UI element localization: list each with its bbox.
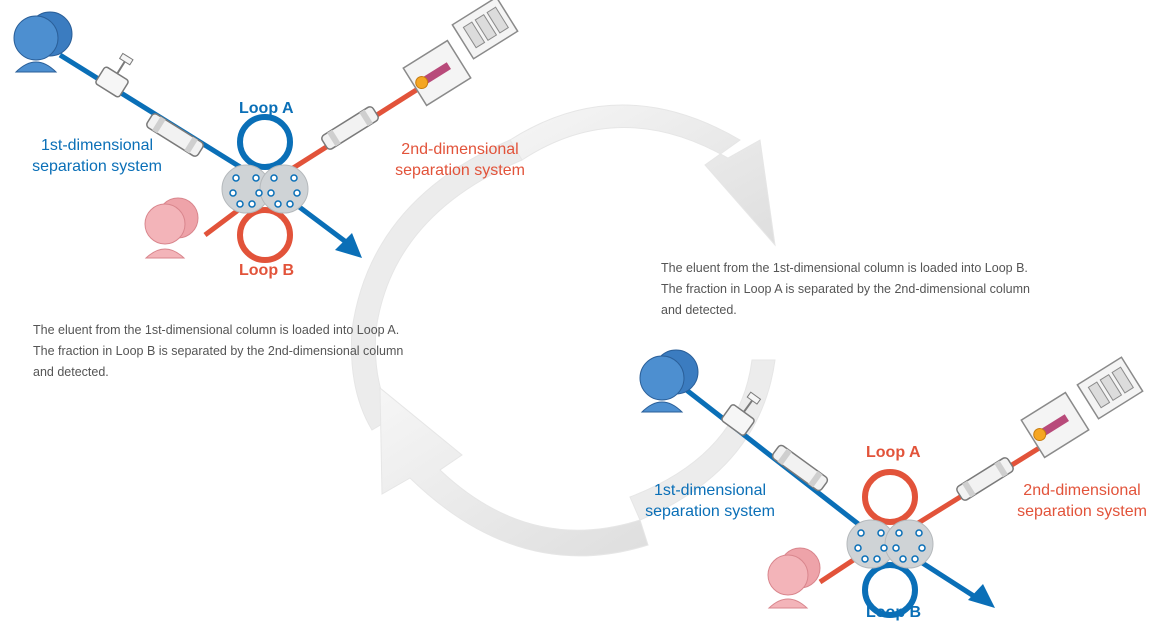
state2-first-dim-label: 1st-dimensional separation system [645,482,775,520]
state1-outlet-arrow-icon [335,233,362,258]
state2-pump-blue-icon [639,349,699,413]
state1-description: The eluent from the 1st-dimensional colu… [33,323,404,379]
state1-blue-line [58,52,247,173]
state2-injector-icon [721,391,762,436]
state1-column-1st-icon [146,113,204,157]
state1-loop-b [237,207,293,263]
state2-second-dim-label: 2nd-dimensional separation system [1017,482,1147,520]
state1-loop-a-label: Loop A [239,100,294,117]
state1-second-dim-label: 2nd-dimensional separation system [395,141,525,179]
state2-column-1st-icon [771,444,829,492]
state2-loop-a-label: Loop A [866,444,921,461]
state1-pump-blue-icon [13,11,73,73]
state2-instrument-icon [1076,356,1144,420]
state2-loop-b [862,562,918,618]
state2-outlet-arrow-icon [968,584,995,608]
state1-loop-a [237,114,293,170]
state2-pump-pink-icon [767,547,821,609]
state1-loop-b-label: Loop B [239,262,295,279]
state2-valve-right [884,519,934,569]
state2-column-2nd-icon [956,457,1014,501]
state1-column-2nd-icon [321,106,379,150]
switch-arrow-right-arc [629,359,776,521]
state2-loop-a [862,469,918,525]
switch-arrow-bottom [379,386,649,557]
state1-first-dim-label: 1st-dimensional separation system [32,137,162,175]
state1-instrument-icon [451,0,519,60]
state2-loop-b-label: Loop B [866,604,922,621]
switch-arrow-left-arc [350,139,523,431]
state1-detector-icon [402,39,472,107]
state1-pump-pink-icon [144,197,199,259]
state2-description: The eluent from the 1st-dimensional colu… [661,261,1030,317]
state1-injector-icon [95,52,134,98]
switch-arrow-top [509,104,776,247]
state2-detector-icon [1020,391,1090,459]
